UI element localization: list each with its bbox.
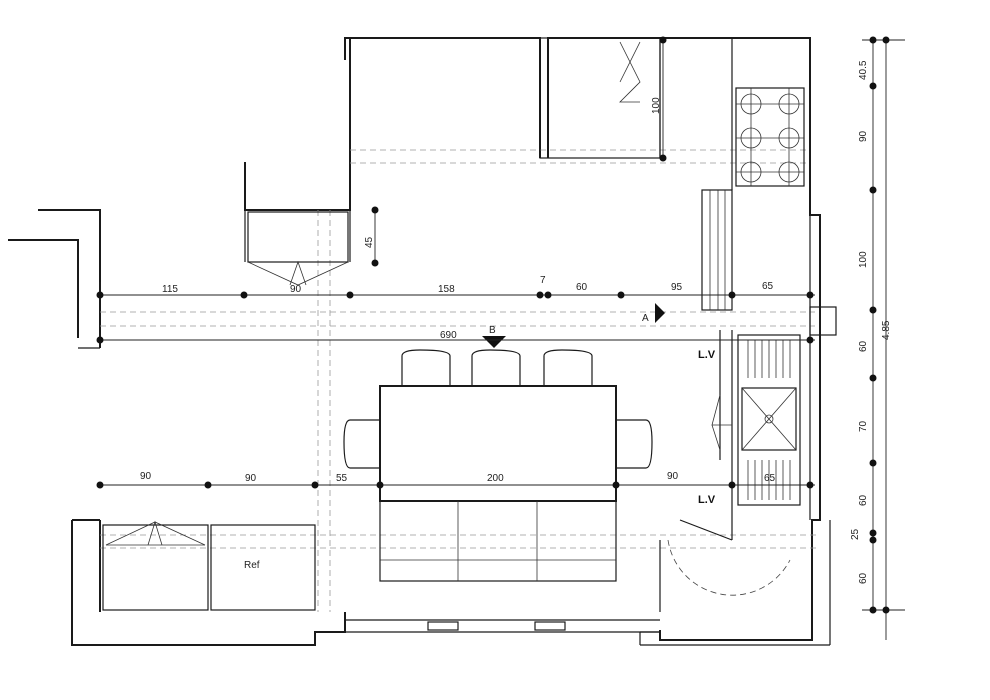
section-a-marker — [655, 303, 665, 323]
top-wall-left — [350, 37, 541, 158]
dim-90-bottom-2: 90 — [245, 473, 257, 484]
dim-100-right: 100 — [858, 251, 869, 268]
dim-65-top: 65 — [762, 281, 774, 292]
sink-basin — [741, 387, 797, 451]
bottom-left-cabinets — [102, 520, 316, 611]
lv-label-bottom: L.V — [698, 494, 716, 506]
room-labels: Ref L.V L.V A B — [244, 313, 716, 571]
dim-95: 95 — [671, 282, 683, 293]
axis-lines — [100, 149, 820, 612]
dimension-lines — [99, 38, 905, 640]
cabinet-bottom-left — [102, 524, 209, 611]
dim-45: 45 — [364, 236, 375, 248]
bottom-wall-left — [71, 520, 346, 646]
dim-55: 55 — [336, 473, 348, 484]
dim-7: 7 — [540, 275, 546, 286]
chair-left — [343, 419, 380, 469]
chair-top-2 — [471, 349, 521, 386]
dim-115: 115 — [162, 284, 178, 295]
dim-4-85-total: 4.85 — [881, 320, 892, 340]
top-left-block-wall — [244, 37, 351, 211]
dim-40-5: 40.5 — [858, 60, 869, 80]
dim-60-right-2: 60 — [858, 494, 869, 506]
dim-70-right: 70 — [858, 420, 869, 432]
top-cabinets — [539, 37, 733, 190]
lv-label-top: L.V — [698, 349, 716, 361]
left-wall-outer — [8, 239, 79, 338]
dim-90-bottom-3: 90 — [667, 471, 679, 482]
ref-label: Ref — [244, 560, 260, 571]
dim-60-top: 60 — [576, 282, 588, 293]
wardrobe-top — [539, 37, 661, 159]
chair-right — [616, 419, 653, 469]
drain-grate-top — [747, 340, 791, 378]
right-wall-window — [809, 306, 837, 336]
dim-90-right: 90 — [858, 130, 869, 142]
dim-90-top: 90 — [290, 284, 302, 295]
stove — [735, 87, 805, 187]
walls — [8, 37, 837, 646]
window-bottom-1 — [427, 621, 459, 631]
dim-60-right-3: 60 — [858, 572, 869, 584]
chair-top-1 — [401, 349, 451, 386]
dim-25-right: 25 — [850, 528, 861, 540]
dim-200: 200 — [487, 473, 504, 484]
window-bottom-2 — [534, 621, 566, 631]
sliding-panels — [701, 189, 733, 540]
dim-65-bottom: 65 — [764, 473, 776, 484]
section-markers — [482, 303, 665, 348]
small-cabinet — [247, 211, 349, 286]
dim-90-bottom-1: 90 — [140, 471, 152, 482]
chair-top-3 — [543, 349, 593, 386]
dim-690: 690 — [440, 330, 457, 341]
dim-158: 158 — [438, 284, 455, 295]
drain-grate-bottom — [747, 460, 791, 500]
section-a-label: A — [642, 313, 649, 324]
dim-100-cabinet: 100 — [651, 97, 662, 114]
section-b-marker — [482, 336, 506, 348]
dimension-labels: 115 90 158 7 60 95 65 690 90 90 55 200 9… — [140, 60, 892, 584]
section-b-label: B — [489, 325, 496, 336]
sofa — [379, 500, 617, 582]
right-wall — [547, 37, 821, 641]
dim-60-right-1: 60 — [858, 340, 869, 352]
dimension-dots — [96, 36, 890, 614]
laundry-area — [737, 215, 811, 520]
left-wall-inner — [38, 209, 101, 348]
refrigerator — [210, 524, 316, 611]
door-swing — [659, 519, 791, 612]
